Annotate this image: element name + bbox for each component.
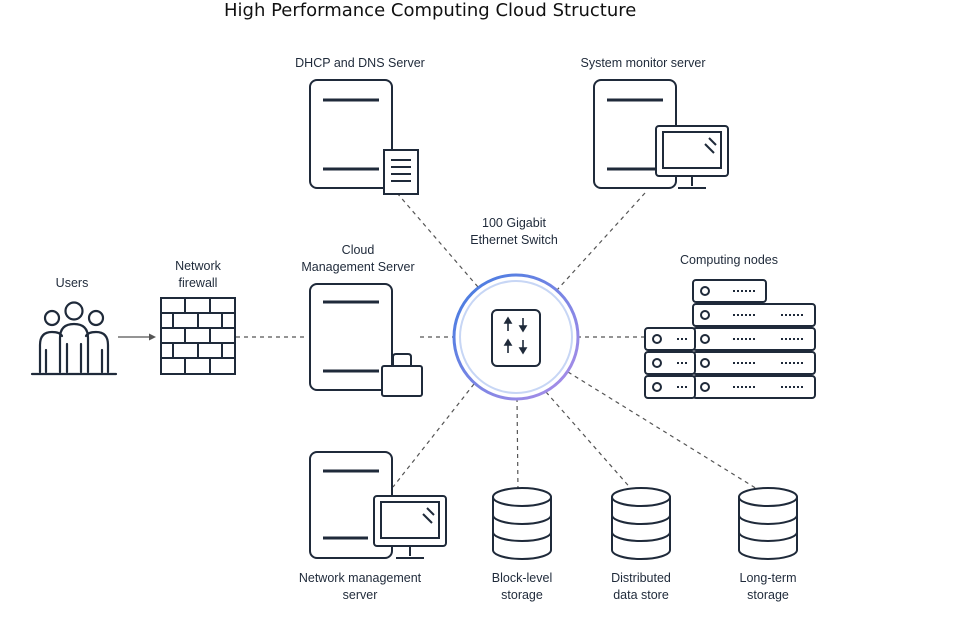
node-unit bbox=[692, 351, 816, 375]
dhcp-server-icon bbox=[309, 79, 393, 189]
label-computing-nodes: Computing nodes bbox=[680, 253, 778, 267]
node-unit bbox=[692, 303, 816, 327]
connection-switch-netmgmt bbox=[392, 383, 475, 488]
storage-group bbox=[492, 487, 798, 560]
label-users: Users bbox=[55, 276, 89, 290]
diagram-title: High Performance Computing Cloud Structu… bbox=[224, 0, 637, 21]
node-unit bbox=[644, 351, 696, 375]
connection-switch-block bbox=[516, 397, 519, 493]
node-unit bbox=[692, 279, 767, 303]
computing-nodes-rack bbox=[644, 279, 816, 399]
firewall-icon bbox=[160, 297, 236, 375]
connection-switch-longterm bbox=[567, 371, 763, 493]
label-monitor-server: System monitor server bbox=[580, 56, 706, 70]
connection-switch-distributed bbox=[545, 391, 635, 493]
briefcase-icon bbox=[381, 353, 423, 397]
connection-monitor-switch bbox=[556, 192, 646, 291]
switch-icon bbox=[452, 273, 580, 401]
monitor-icon bbox=[655, 125, 729, 189]
node-unit bbox=[692, 327, 816, 351]
database-icon bbox=[738, 487, 798, 560]
label-dhcp-server: DHCP and DNS Server bbox=[295, 56, 425, 70]
database-icon bbox=[492, 487, 552, 560]
database-icon bbox=[611, 487, 671, 560]
netmgmt-server-icon bbox=[309, 451, 393, 559]
connections bbox=[236, 192, 763, 493]
netmgmt-monitor-icon bbox=[373, 495, 447, 559]
users-to-firewall-arrow bbox=[118, 333, 156, 341]
node-unit bbox=[644, 375, 696, 399]
users-icon bbox=[30, 301, 118, 376]
node-unit bbox=[692, 375, 816, 399]
node-unit bbox=[644, 327, 696, 351]
document-icon bbox=[383, 149, 419, 195]
cloud-server-icon bbox=[309, 283, 393, 391]
